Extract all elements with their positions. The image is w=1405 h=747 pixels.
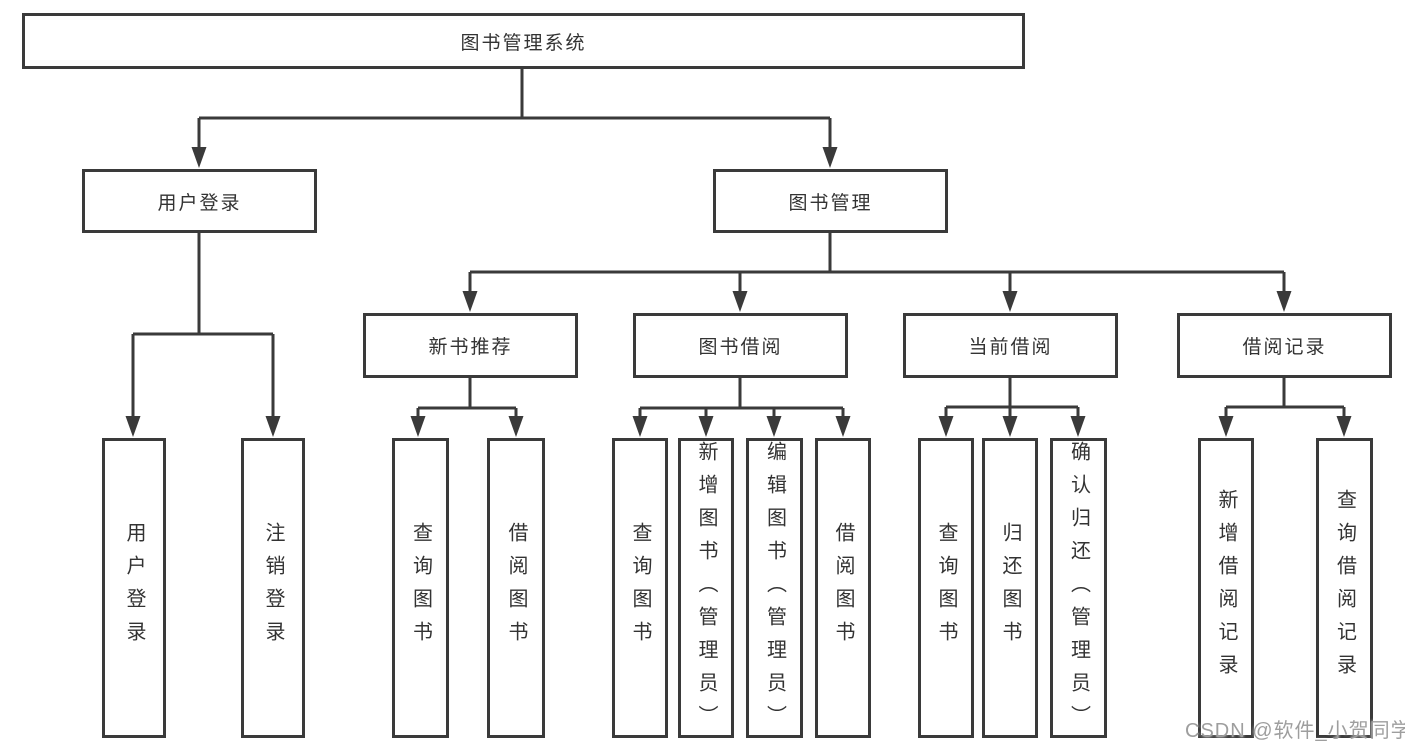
- node-current-borrowing: 当前借阅: [903, 313, 1118, 378]
- leaf-confirm-return-admin: 确认归还（管理员）: [1050, 438, 1107, 738]
- node-book-management-label: 图书管理: [788, 192, 873, 214]
- leaf-add-book-admin: 新增图书（管理员）: [678, 438, 734, 738]
- leaf-query-borrow-record: 查询借阅记录: [1316, 438, 1373, 738]
- node-new-book-recommend: 新书推荐: [363, 313, 578, 378]
- leaf-add-borrow-record: 新增借阅记录: [1198, 438, 1254, 738]
- node-new-book-recommend-label: 新书推荐: [428, 337, 513, 358]
- node-user-login-label: 用户登录: [157, 192, 242, 214]
- leaf-query-books-3: 查询图书: [918, 438, 974, 738]
- leaf-borrow-books-1: 借阅图书: [487, 438, 545, 738]
- leaf-edit-book-admin: 编辑图书（管理员）: [746, 438, 803, 738]
- node-borrowing-records-label: 借阅记录: [1242, 337, 1327, 358]
- node-root-label: 图书管理系统: [460, 32, 587, 54]
- leaf-borrow-books-2: 借阅图书: [815, 438, 871, 738]
- node-user-login: 用户登录: [82, 169, 317, 233]
- leaf-return-books: 归还图书: [982, 438, 1038, 738]
- leaf-logout: 注销登录: [241, 438, 305, 738]
- node-book-borrowing-label: 图书借阅: [698, 337, 783, 358]
- node-borrowing-records: 借阅记录: [1177, 313, 1392, 378]
- node-book-borrowing: 图书借阅: [633, 313, 848, 378]
- node-current-borrowing-label: 当前借阅: [968, 337, 1053, 358]
- leaf-user-login: 用户登录: [102, 438, 166, 738]
- tree-connectors: [131, 69, 1346, 418]
- leaf-query-books-2: 查询图书: [612, 438, 668, 738]
- arrowheads: [125, 147, 1352, 437]
- csdn-watermark: CSDN @软件_小贺同学: [1185, 720, 1405, 742]
- leaf-query-books-1: 查询图书: [392, 438, 449, 738]
- node-root-library-system: 图书管理系统: [22, 13, 1025, 69]
- node-book-management: 图书管理: [713, 169, 948, 233]
